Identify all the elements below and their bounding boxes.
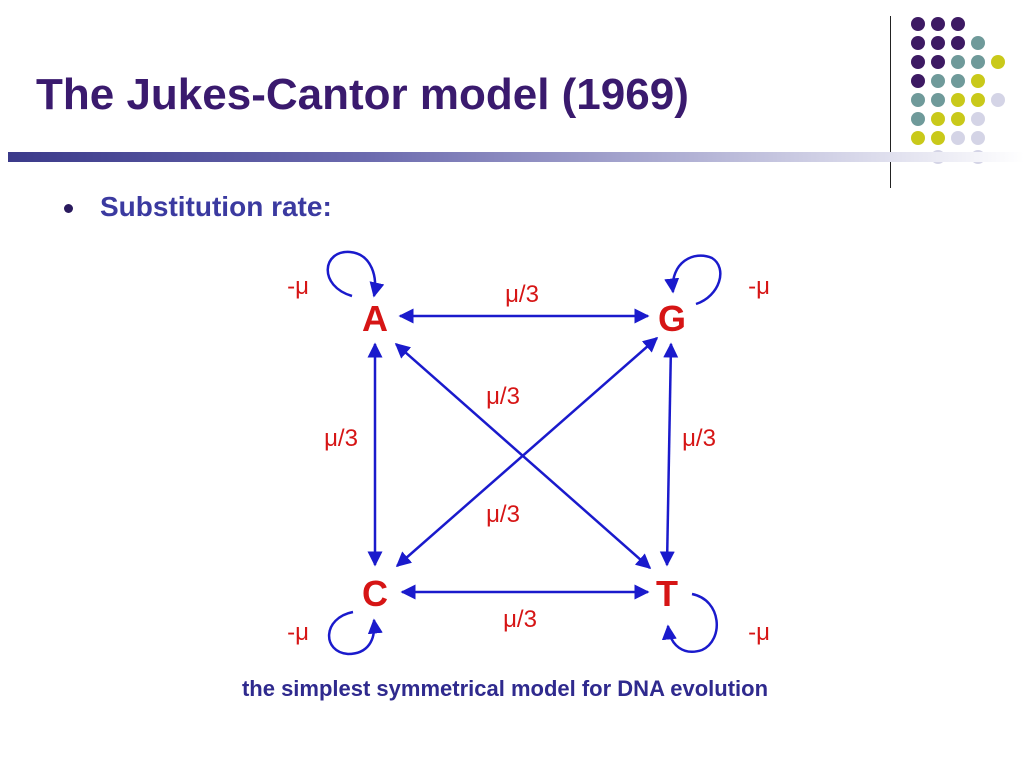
bullet-icon <box>64 204 73 213</box>
dot <box>931 131 945 145</box>
label-a-c: μ/3 <box>324 425 358 452</box>
loop-label-g: -μ <box>748 273 770 300</box>
dot <box>911 55 925 69</box>
dot <box>951 55 965 69</box>
dot <box>931 17 945 31</box>
dot <box>931 112 945 126</box>
dot <box>911 131 925 145</box>
dot <box>951 74 965 88</box>
dot <box>951 131 965 145</box>
bullet-text: Substitution rate: <box>100 191 332 222</box>
dot <box>951 17 965 31</box>
dot <box>911 74 925 88</box>
self-loop-a <box>326 250 385 298</box>
edge-g-c <box>395 337 659 567</box>
dot <box>911 17 925 31</box>
dot <box>911 36 925 50</box>
dot <box>971 131 985 145</box>
slide-title: The Jukes-Cantor model (1969) <box>36 70 689 119</box>
dot <box>931 93 945 107</box>
dot <box>951 36 965 50</box>
title-underline-bar <box>8 152 1024 162</box>
dot <box>911 112 925 126</box>
label-a-g: μ/3 <box>505 281 539 308</box>
dot <box>951 112 965 126</box>
dot <box>931 55 945 69</box>
label-c-t: μ/3 <box>503 606 537 633</box>
dot <box>931 74 945 88</box>
label-g-t: μ/3 <box>682 425 716 452</box>
dot <box>911 93 925 107</box>
node-c: C <box>362 573 388 614</box>
dot <box>971 74 985 88</box>
node-g: G <box>658 298 686 339</box>
self-loop-g <box>664 254 722 306</box>
loop-label-t: -μ <box>748 619 770 646</box>
self-loop-t <box>661 592 718 653</box>
node-a: A <box>362 298 388 339</box>
dot <box>971 93 985 107</box>
dot <box>991 55 1005 69</box>
diagram-caption: the simplest symmetrical model for DNA e… <box>241 676 769 701</box>
vertical-divider <box>890 16 891 188</box>
decorative-dot-grid <box>911 17 1005 164</box>
dot <box>971 36 985 50</box>
dot <box>971 55 985 69</box>
loop-label-a: -μ <box>287 273 309 300</box>
self-loop-c <box>327 610 383 656</box>
loop-label-c: -μ <box>287 619 309 646</box>
dot <box>931 36 945 50</box>
dot <box>951 93 965 107</box>
label-a-t: μ/3 <box>486 383 520 410</box>
node-t: T <box>656 573 678 614</box>
label-g-c: μ/3 <box>486 501 520 528</box>
dot <box>971 112 985 126</box>
dot <box>991 93 1005 107</box>
edge-g-t <box>659 342 679 567</box>
